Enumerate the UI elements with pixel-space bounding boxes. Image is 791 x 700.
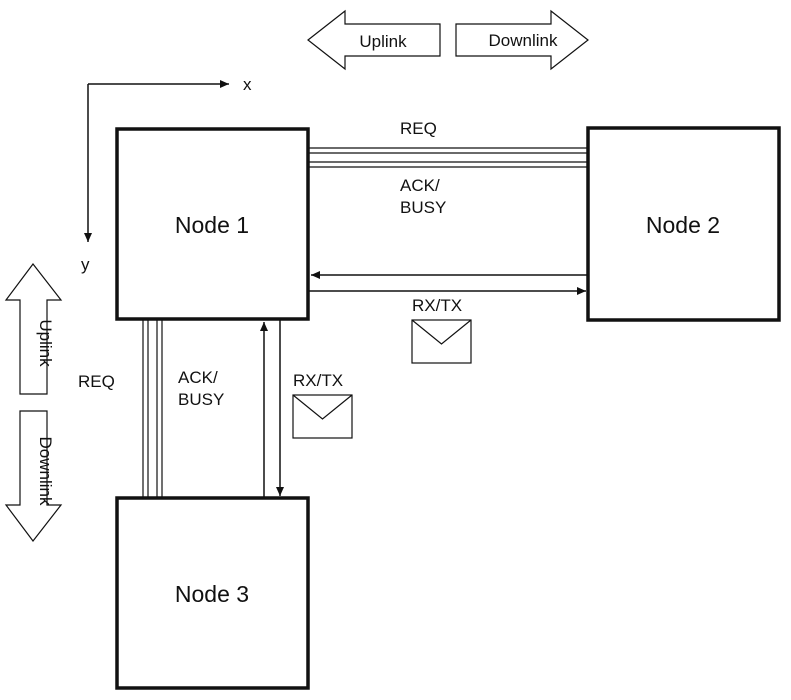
node-2-label: Node 2 [646,212,720,238]
coordinate-axes: x y [81,75,252,274]
horizontal-rxtx-label: RX/TX [412,296,462,315]
horizontal-ack-label: ACK/ [400,176,440,195]
downlink-block-arrow-top: Downlink [455,9,589,71]
uplink-label-top: Uplink [359,32,407,51]
vertical-req-label: REQ [78,372,115,391]
vertical-busy-label: BUSY [178,390,224,409]
horizontal-envelope-icon [411,319,472,364]
downlink-label-left: Downlink [36,437,55,506]
downlink-block-arrow-left: Downlink [4,410,63,542]
vertical-ack-label: ACK/ [178,368,218,387]
y-axis-label: y [81,255,90,274]
vertical-rxtx-label: RX/TX [293,371,343,390]
horizontal-ack-busy-lines [309,161,588,168]
node-1-label: Node 1 [175,212,249,238]
node-3-label: Node 3 [175,581,249,607]
node-2: Node 2 [586,126,781,322]
vertical-envelope-icon [292,394,353,439]
horizontal-req-lines [309,147,588,154]
horizontal-busy-label: BUSY [400,198,446,217]
vertical-req-lines [142,320,149,498]
node-1: Node 1 [115,127,310,321]
downlink-label-top: Downlink [489,31,558,50]
uplink-block-arrow-top: Uplink [307,9,441,71]
uplink-block-arrow-left: Uplink [4,263,63,395]
horizontal-req-label: REQ [400,119,437,138]
vertical-ack-busy-lines [156,320,163,498]
x-axis-label: x [243,75,252,94]
node-3: Node 3 [115,496,310,690]
uplink-label-left: Uplink [36,319,55,367]
